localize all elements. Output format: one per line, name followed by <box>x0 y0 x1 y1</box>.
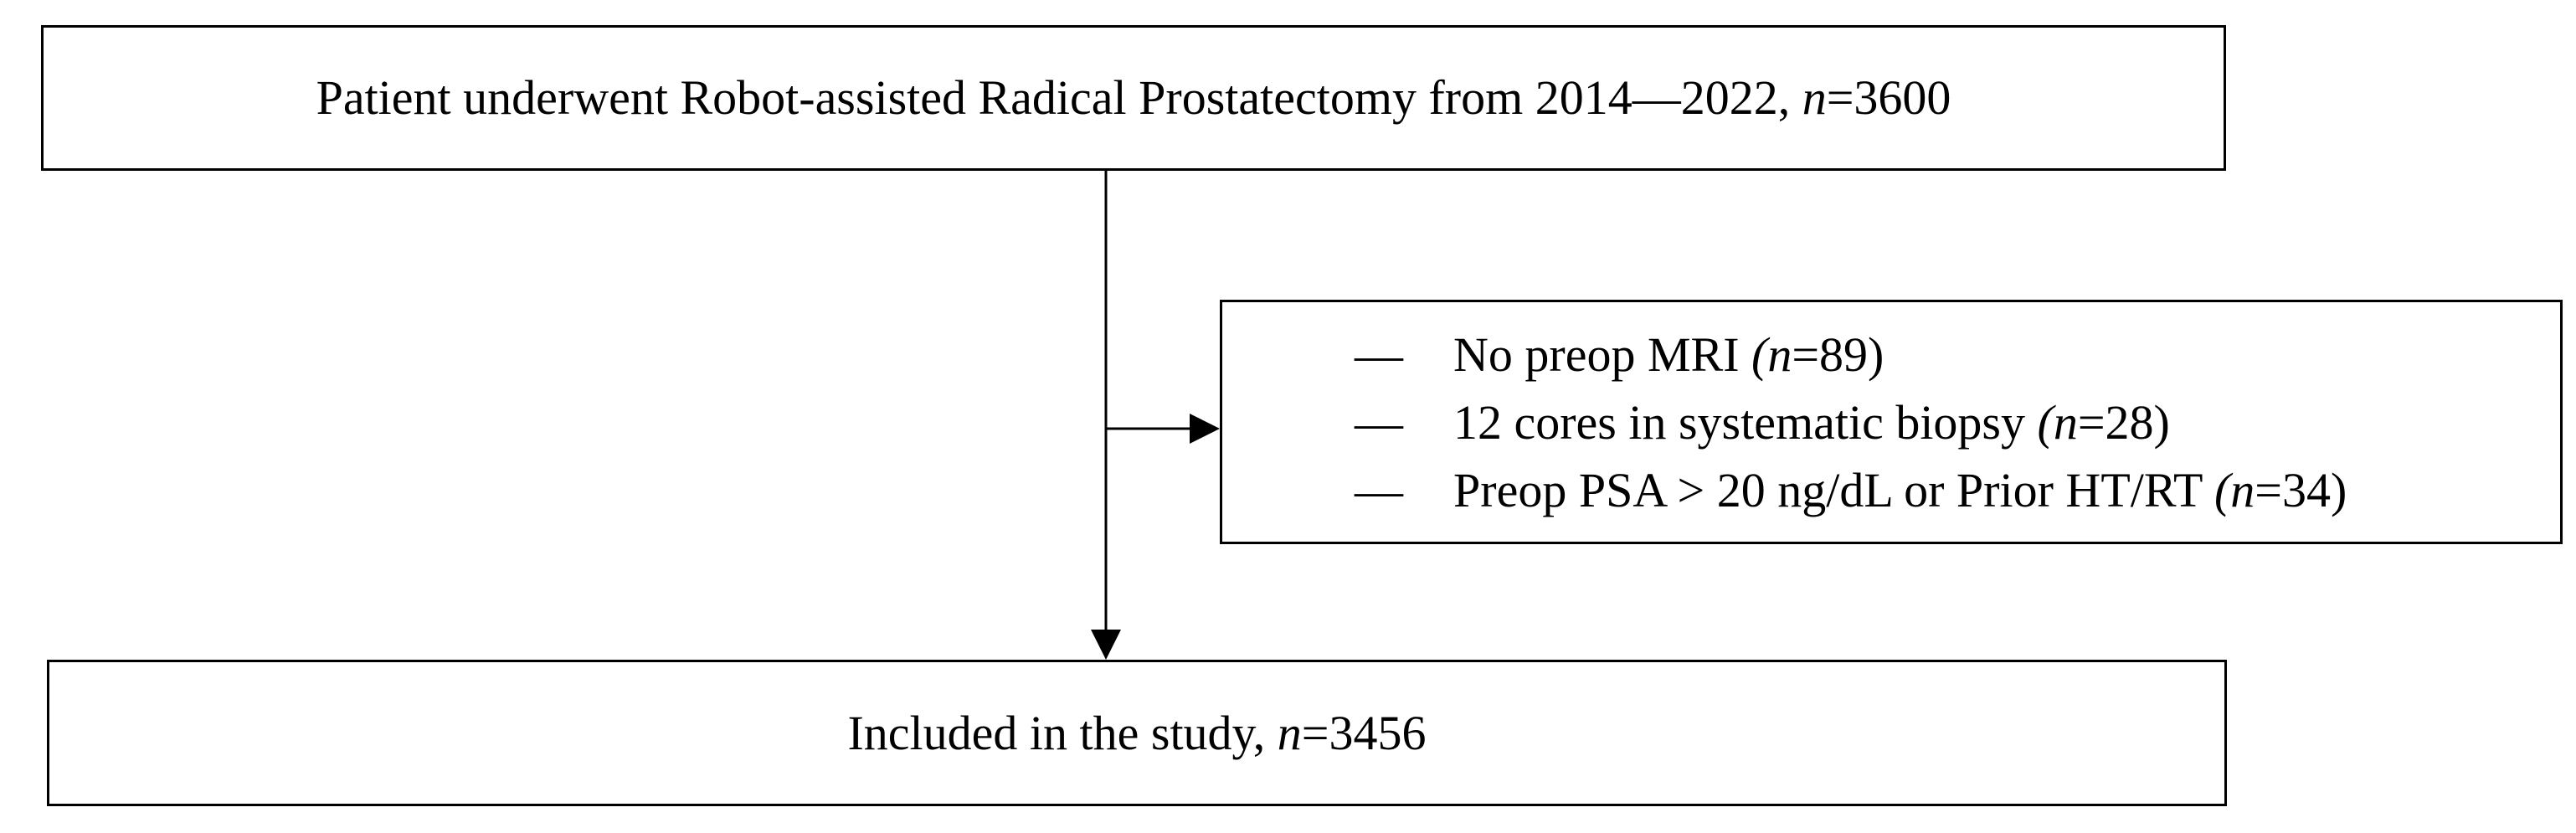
exclusion-box: — No preop MRI (n=89) — 12 cores in syst… <box>1220 300 2563 544</box>
exclusion-item: — 12 cores in systematic biopsy (n=28) <box>1355 388 2560 456</box>
exclusion-n-value: =89) <box>1792 327 1884 382</box>
exclusion-n-label: (n <box>1751 327 1792 382</box>
enrollment-n-label: n <box>1802 70 1827 126</box>
exclusion-bullet: — <box>1355 462 1403 517</box>
included-n-value: =3456 <box>1301 705 1427 760</box>
exclusion-bullet: — <box>1355 327 1403 382</box>
right-arrowhead <box>1190 414 1220 444</box>
exclusion-bullet: — <box>1355 394 1403 450</box>
included-label: Included in the study, <box>847 705 1278 760</box>
enrollment-label: Patient underwent Robot-assisted Radical… <box>316 70 1802 126</box>
exclusion-item: — Preop PSA > 20 ng/dL or Prior HT/RT (n… <box>1355 456 2560 524</box>
exclusion-n-value: =34) <box>2255 462 2347 517</box>
down-arrowhead <box>1091 630 1121 660</box>
included-box: Included in the study, n=3456 <box>47 660 2227 806</box>
exclusion-n-label: (n <box>2037 394 2078 450</box>
exclusion-label: Preop PSA > 20 ng/dL or Prior HT/RT <box>1453 462 2214 517</box>
exclusion-item: — No preop MRI (n=89) <box>1355 321 2560 388</box>
included-text: Included in the study, n=3456 <box>847 704 1426 763</box>
enrollment-text: Patient underwent Robot-assisted Radical… <box>316 69 1951 127</box>
included-n-label: n <box>1277 705 1302 760</box>
enrollment-box: Patient underwent Robot-assisted Radical… <box>41 25 2226 171</box>
enrollment-n-value: =3600 <box>1826 70 1951 126</box>
exclusion-n-label: (n <box>2214 462 2255 517</box>
exclusion-label: 12 cores in systematic biopsy <box>1453 394 2038 450</box>
exclusion-label: No preop MRI <box>1453 327 1752 382</box>
exclusion-n-value: =28) <box>2077 394 2170 450</box>
